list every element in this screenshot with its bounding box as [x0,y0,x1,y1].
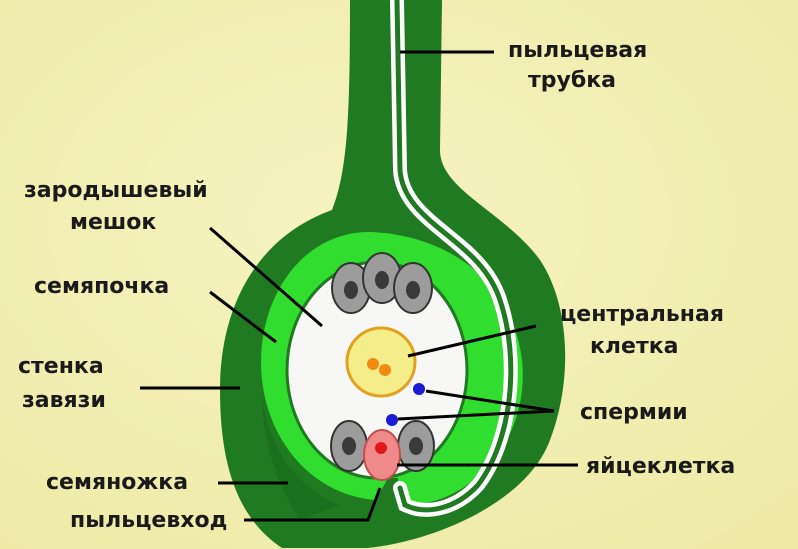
leader-lines [140,50,578,522]
antipodal-cells [331,252,433,314]
label-egg-cell: яйцеклетка [586,454,736,479]
leader-sperm-lower [397,409,555,421]
leader-central-cell [407,324,537,358]
label-ovule: семяпочка [34,274,170,299]
leader-ovule [209,290,277,344]
label-ovary-wall-2: завязи [22,388,106,413]
leader-sperm-upper [425,389,555,413]
label-embryo-sac-2: мешок [70,210,157,235]
sperm-cell-upper [413,383,425,395]
label-pollen-tube-1: пыльцевая [508,38,648,63]
label-embryo-sac-1: зародышевый [24,178,208,203]
funiculus-shape [262,395,340,520]
egg-apparatus [330,420,435,481]
central-cell [345,326,417,398]
pollen-tube-core [394,0,514,513]
label-central-cell-2: клетка [590,334,679,359]
sperm-cell-lower [386,414,398,426]
label-sperm: спермии [580,400,688,425]
leader-embryo-sac [209,226,323,328]
label-central-cell-1: центральная [560,302,724,327]
label-funiculus: семяножка [46,470,189,495]
leader-micropyle [244,487,382,522]
label-ovary-wall-1: стенка [18,354,104,379]
label-pollen-tube-2: трубка [528,68,616,93]
egg-nucleus [375,442,387,454]
egg-cell [363,429,401,481]
label-micropyle: пыльцевход [70,508,228,533]
